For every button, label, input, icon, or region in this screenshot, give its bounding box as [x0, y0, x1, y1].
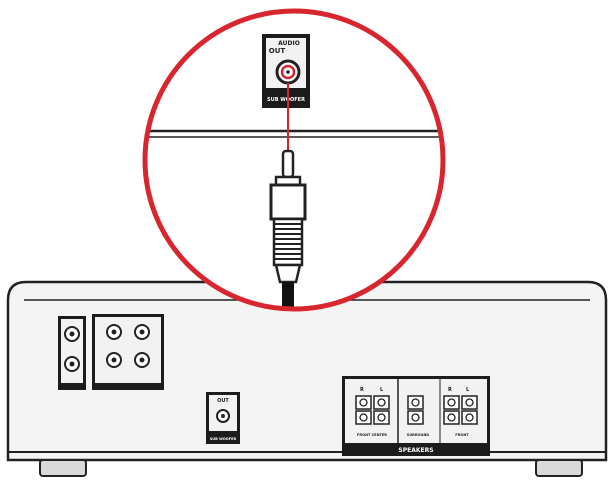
speaker-terminal-block: R L R L FRONT CENTER SURROUND FRONT SPEA…: [342, 376, 490, 456]
speaker-group-label-3: FRONT: [455, 433, 469, 437]
receiver-sub-jack-band-label: SUB WOOFER: [210, 437, 237, 441]
jack-panel-small: [58, 316, 86, 390]
rca-cable: [282, 282, 294, 309]
speaker-terminals-front-center: [355, 395, 390, 425]
jack-panel-quad: [92, 314, 164, 390]
speaker-group-label-2: SURROUND: [407, 433, 429, 437]
zoom-jack-main-label: OUT: [269, 47, 286, 55]
zoom-jack-top-label: AUDIO: [278, 40, 300, 47]
receiver-foot-left: [39, 459, 87, 477]
receiver-sub-jack-top-label: OUT: [217, 398, 229, 404]
zoom-callout: AUDIO OUT SUB WOOFER: [142, 8, 446, 312]
zoom-circle-ring: [142, 8, 446, 312]
rca-plug-icon: [269, 149, 307, 284]
receiver-subwoofer-jack: OUT SUB WOOFER: [206, 392, 240, 444]
zoom-subwoofer-jack-panel: AUDIO OUT SUB WOOFER: [262, 34, 310, 108]
receiver-rear-panel: OUT SUB WOOFER: [6, 280, 608, 477]
receiver-foot-right: [535, 459, 583, 477]
channel-label-l-1: L: [380, 387, 384, 393]
speaker-terminals-front: [443, 395, 478, 425]
speakers-label: SPEAKERS: [398, 447, 433, 454]
channel-label-r-2: R: [448, 387, 452, 393]
speaker-terminals-surround: [407, 395, 424, 425]
zoom-jack-band-label: SUB WOOFER: [267, 97, 305, 103]
speaker-group-label-1: FRONT CENTER: [357, 433, 387, 437]
channel-label-r-1: R: [360, 387, 364, 393]
channel-label-l-2: L: [466, 387, 470, 393]
